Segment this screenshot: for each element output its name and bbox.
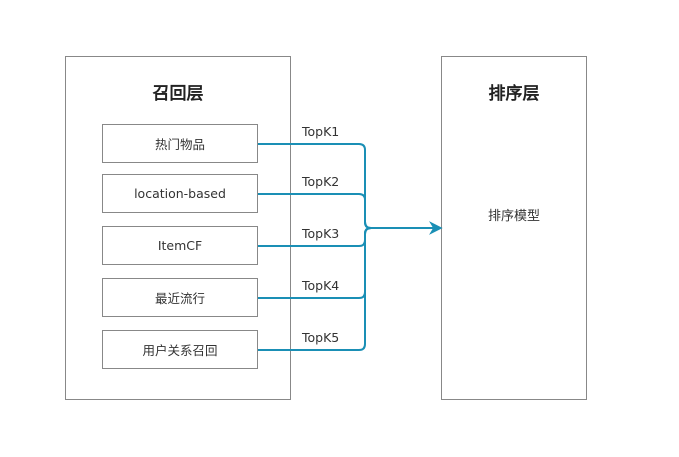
topk2-label: TopK2 [302, 174, 340, 189]
connector-topk5 [258, 227, 372, 351]
ranking-model-label: 排序模型 [487, 209, 540, 224]
topk5-label: TopK5 [302, 330, 340, 345]
connector-topk4 [258, 227, 372, 299]
arrow-head-icon [429, 221, 443, 235]
topk1-label: TopK1 [302, 124, 340, 139]
recall-item-social-recall: 用户关系召回 [102, 330, 258, 369]
recall-item-popular: 热门物品 [102, 124, 258, 163]
connector-topk3 [258, 227, 372, 247]
recall-layer-title: 召回层 [152, 84, 204, 104]
recall-item-recent-trending: 最近流行 [102, 278, 258, 317]
ranking-layer-title: 排序层 [488, 84, 540, 104]
connector-topk1 [258, 143, 372, 229]
recall-item-itemcf: ItemCF [102, 226, 258, 265]
connector-topk2 [258, 193, 372, 229]
recall-item-location-based: location-based [102, 174, 258, 213]
topk4-label: TopK4 [302, 278, 340, 293]
topk3-label: TopK3 [302, 226, 340, 241]
